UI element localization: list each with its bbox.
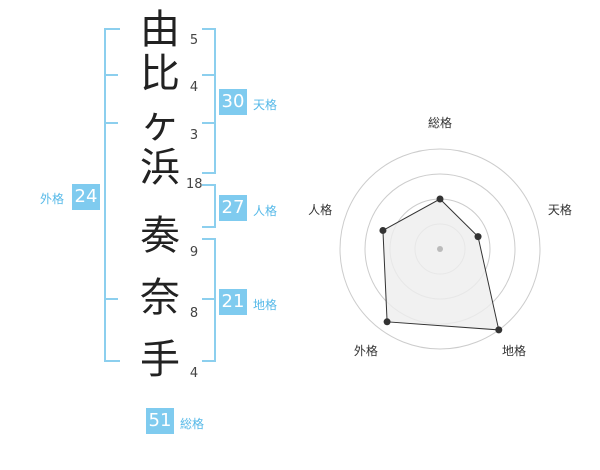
bracket-divider: [202, 122, 214, 124]
gaikaku-value: 24: [72, 184, 100, 210]
bracket-divider: [104, 122, 118, 124]
bracket-divider: [202, 74, 214, 76]
chikaku-value: 21: [219, 289, 247, 315]
jinkaku-bracket: [202, 184, 216, 228]
radar-axis-label-5: 人格: [308, 202, 332, 217]
chikaku-label: 地格: [253, 298, 278, 312]
tenkaku-label: 天格: [253, 98, 278, 112]
soukaku-value: 51: [146, 408, 174, 434]
stroke-count-1: 5: [189, 33, 199, 48]
name-char-2: 比: [140, 51, 180, 97]
chikaku-bracket: [202, 238, 216, 362]
radar-axis-label-1: 総格: [428, 115, 452, 130]
stroke-count-3: 3: [189, 128, 199, 143]
radar-point-3: [495, 326, 503, 334]
radar-axis-label-3: 地格: [502, 343, 526, 358]
radar-center-dot: [437, 246, 443, 252]
soukaku-label: 総格: [180, 417, 205, 431]
jinkaku-value: 27: [219, 195, 247, 221]
radar-axis-label-4: 外格: [354, 343, 378, 358]
radar-point-2: [474, 233, 482, 241]
radar-point-5: [379, 226, 387, 234]
stroke-count-7: 4: [189, 366, 199, 381]
radar-point-1: [436, 195, 444, 203]
name-char-7: 手: [140, 337, 180, 383]
bracket-divider: [104, 298, 118, 300]
radar-grid-ring: [339, 148, 541, 350]
stroke-count-2: 4: [189, 80, 199, 95]
name-char-4: 浜: [140, 145, 180, 191]
gaikaku-label: 外格: [40, 192, 65, 206]
stroke-count-5: 9: [189, 245, 199, 260]
jinkaku-label: 人格: [253, 204, 278, 218]
tenkaku-value: 30: [219, 89, 247, 115]
bracket-divider: [202, 298, 214, 300]
bracket-divider: [104, 74, 118, 76]
stroke-count-6: 8: [189, 306, 199, 321]
name-char-5: 奏: [140, 213, 180, 259]
radar-points: [379, 195, 503, 334]
name-char-6: 奈: [140, 275, 180, 321]
radar-point-4: [383, 318, 391, 326]
radar-polygon: [382, 198, 500, 331]
name-char-1: 由: [140, 7, 180, 53]
stroke-count-4: 18: [186, 177, 203, 192]
gaikaku-bracket: [104, 28, 120, 362]
radar-axis-label-2: 天格: [548, 202, 572, 217]
name-char-3: ヶ: [140, 101, 180, 147]
tenkaku-bracket: [202, 28, 216, 174]
